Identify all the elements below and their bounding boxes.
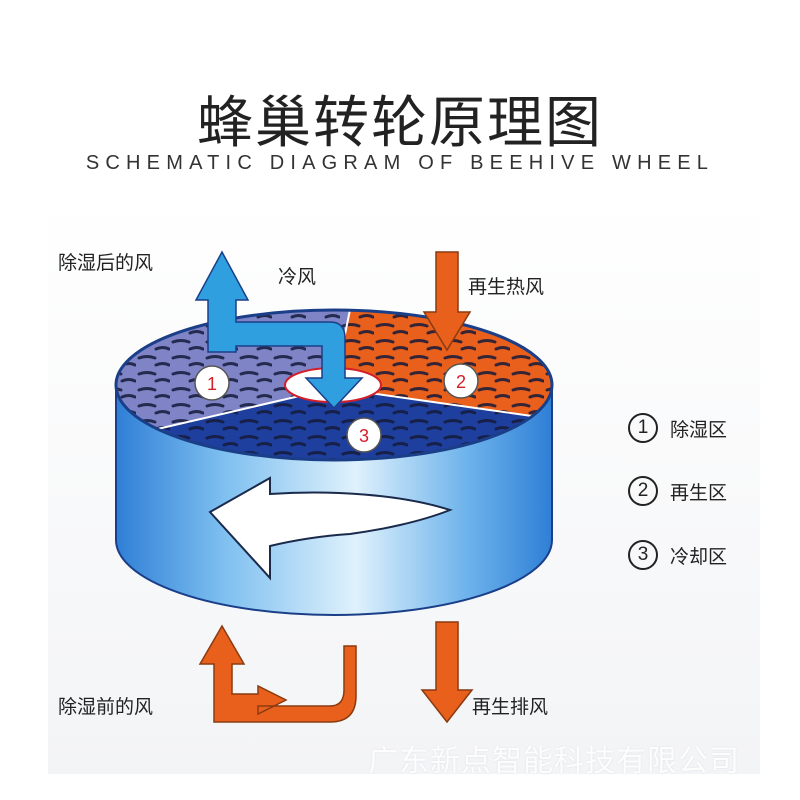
- page-title: 蜂巢转轮原理图: [197, 91, 603, 156]
- company-watermark: 广东新点智能科技有限公司: [368, 744, 740, 779]
- marker-zone-1: 1: [194, 365, 230, 401]
- cold-air-arrow: [194, 250, 364, 410]
- regen-exhaust-arrow: [420, 621, 474, 724]
- legend-number: 2: [628, 476, 658, 506]
- rotation-arrow: [208, 476, 453, 581]
- regen-hot-air-arrow: [422, 251, 472, 352]
- svg-text:2: 2: [456, 372, 466, 392]
- marker-zone-3: 3: [346, 417, 382, 453]
- legend-item-cooling: 3 冷却区: [628, 537, 727, 573]
- page-subtitle: SCHEMATIC DIAGRAM OF BEEHIVE WHEEL: [85, 152, 715, 174]
- legend-number: 1: [628, 413, 658, 443]
- legend-label: 除湿区: [670, 418, 728, 441]
- legend-label: 再生区: [670, 481, 728, 504]
- label-regen-hot-air: 再生热风: [468, 276, 545, 298]
- label-dehumidified-air: 除湿后的风: [58, 252, 154, 274]
- label-pre-dehumid-air: 除湿前的风: [58, 696, 154, 718]
- legend-item-regeneration: 2 再生区: [628, 473, 727, 509]
- label-regen-exhaust: 再生排风: [472, 696, 549, 718]
- legend-number: 3: [628, 540, 658, 570]
- marker-zone-2: 2: [443, 363, 479, 399]
- svg-text:3: 3: [359, 426, 369, 446]
- legend-item-dehumidify: 1 除湿区: [628, 410, 727, 446]
- pre-dehumid-air-arrow: [198, 624, 357, 723]
- svg-text:1: 1: [207, 374, 217, 394]
- legend-label: 冷却区: [670, 545, 728, 568]
- label-cold-air: 冷风: [278, 266, 317, 288]
